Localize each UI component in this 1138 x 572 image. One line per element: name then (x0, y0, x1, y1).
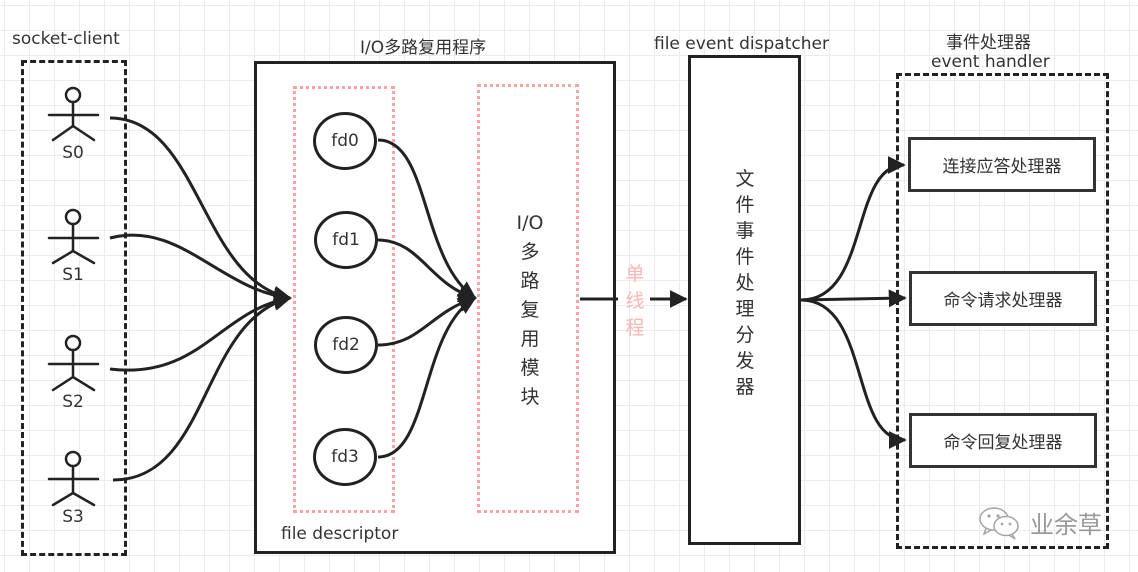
dispatcher-label: 文 件 事 件 处 理 分 发 器 (735, 168, 755, 398)
fd-label: fd3 (331, 447, 359, 467)
handler-label: 连接应答处理器 (942, 157, 1062, 177)
watermark-text: 业余草 (1030, 511, 1102, 539)
fd-node-fd1: fd1 (314, 211, 378, 269)
event-handler-title-en: event handler (931, 52, 1050, 72)
connector-dispatcher-to-connect-accept (800, 156, 906, 302)
dispatcher-title: file event dispatcher (654, 34, 829, 54)
fd-node-fd3: fd3 (313, 428, 377, 486)
io-program-title: I/O多路复用程序 (360, 38, 487, 58)
handler-command-request: 命令请求处理器 (909, 271, 1097, 326)
dispatcher-box (688, 55, 801, 545)
fd-label: fd2 (332, 335, 360, 355)
connector-dispatcher-to-command-reply (800, 298, 907, 449)
wechat-icon (979, 506, 1019, 540)
fd-node-fd0: fd0 (313, 112, 377, 170)
connector-dispatcher-to-command-request (800, 289, 907, 308)
handler-command-reply: 命令回复处理器 (909, 413, 1097, 468)
socket-client-group (21, 60, 127, 556)
watermark: 业余草 (978, 505, 1102, 540)
io-multiplex-module-label: I/O 多 路 复 用 模 块 (516, 212, 544, 408)
socket-client-title: socket-client (12, 29, 120, 49)
actor-label-s0: S0 (62, 143, 84, 163)
actor-label-s1: S1 (62, 265, 84, 285)
handler-label: 命令回复处理器 (943, 433, 1063, 453)
file-descriptor-label: file descriptor (281, 524, 399, 544)
fd-label: fd1 (332, 230, 360, 250)
handler-connect-accept: 连接应答处理器 (908, 137, 1096, 192)
io-multiplex-module (477, 84, 579, 513)
single-thread-label: 单 线 程 (625, 263, 645, 339)
handler-label: 命令请求处理器 (943, 291, 1063, 311)
fd-node-fd2: fd2 (314, 316, 378, 374)
actor-label-s3: S3 (62, 507, 84, 527)
event-handler-title-cn: 事件处理器 (946, 33, 1031, 53)
actor-label-s2: S2 (62, 392, 84, 412)
fd-label: fd0 (331, 131, 359, 151)
